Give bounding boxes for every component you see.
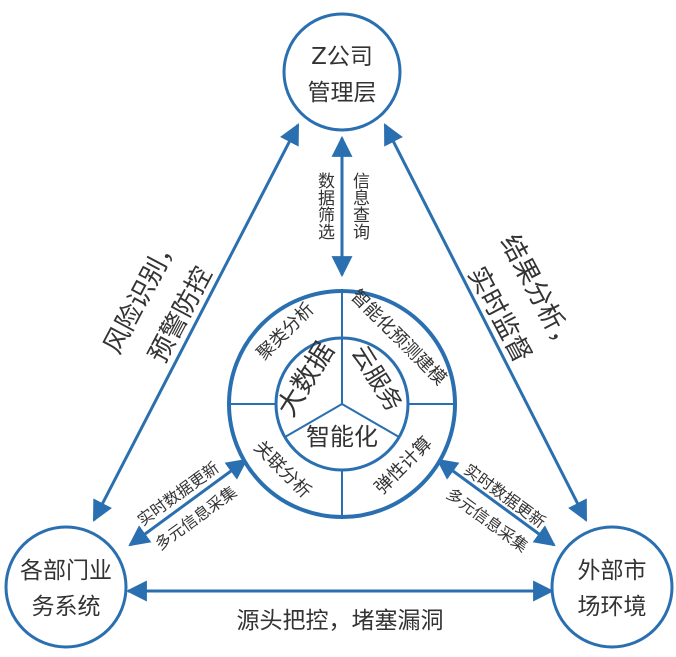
edge-label-vertical-left: 数据筛选: [314, 172, 335, 240]
edge-label-right-outer: 结果分析， 实时监督: [461, 230, 581, 368]
core-label-bottom: 智能化: [306, 423, 378, 451]
node-circle-right: [550, 525, 674, 649]
node-circle-top: [282, 12, 402, 132]
node-left-line1: 各部门业: [20, 558, 112, 584]
node-right-line2: 场环境: [578, 594, 647, 620]
core-divider-left: [284, 403, 343, 438]
node-top-line1: Z公司: [311, 44, 373, 70]
node-right-line1: 外部市: [578, 558, 647, 584]
edge-arrow-right: [383, 123, 588, 522]
core-divider-right: [341, 403, 400, 438]
edge-label-vertical-right: 信息查询: [349, 172, 370, 241]
edge-arrow-left: [92, 123, 300, 522]
edge-arrow-inner-left: [128, 458, 248, 547]
node-circle-left: [4, 525, 128, 649]
edge-label-left-inner: 实时数据更新 多元信息采集: [134, 458, 240, 554]
node-left-line2: 务系统: [32, 594, 101, 620]
edge-arrow-inner-right: [436, 458, 556, 547]
edge-label-bottom: 源头把控，堵塞漏洞: [237, 608, 444, 634]
node-top-line2: 管理层: [308, 80, 377, 106]
